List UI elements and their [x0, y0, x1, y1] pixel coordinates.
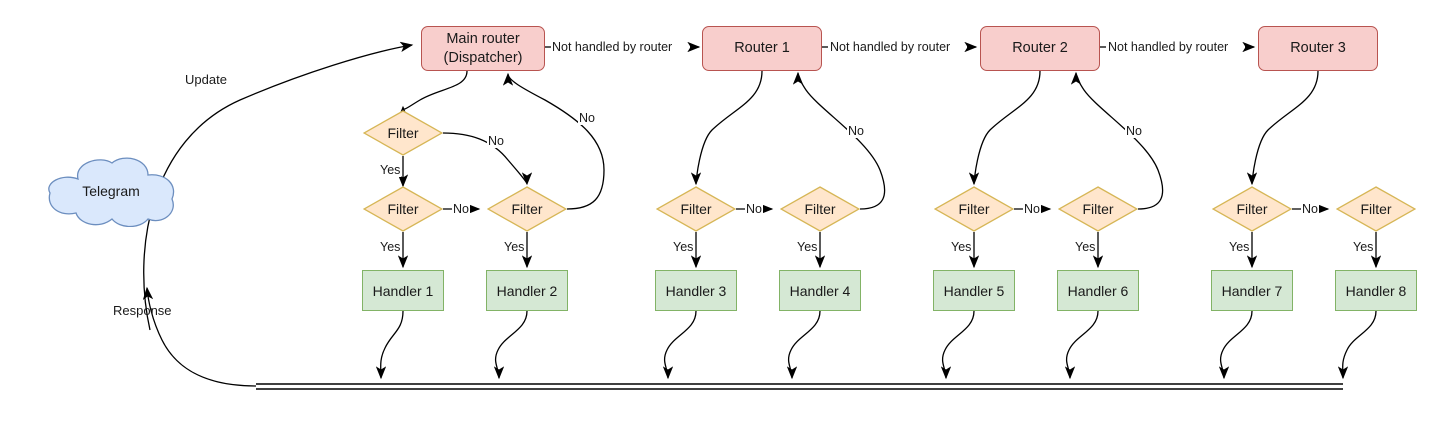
edge-label-yes-6: Yes	[1074, 240, 1097, 254]
edge-filter-a-no	[442, 132, 533, 186]
edge-label-no-r1-mid: No	[745, 202, 763, 216]
edge-label-no-r2-back: No	[1125, 124, 1143, 138]
main-router-label-line1: Main router	[446, 30, 520, 47]
filter-8-label: Filter	[1360, 201, 1392, 217]
filter-6-label: Filter	[1082, 201, 1114, 217]
filter-a-node[interactable]: Filter	[363, 110, 443, 156]
edge-label-yes-2: Yes	[503, 240, 526, 254]
edge-r2-to-filter-3	[968, 70, 1041, 186]
handler-7-node[interactable]: Handler 7	[1211, 270, 1293, 311]
edge-label-yes-7: Yes	[1228, 240, 1251, 254]
filter-3-node[interactable]: Filter	[656, 186, 736, 232]
filter-8-node[interactable]: Filter	[1336, 186, 1416, 232]
telegram-cloud[interactable]: Telegram	[44, 155, 178, 227]
edge-filter-d-no-back	[502, 72, 605, 210]
edge-handler-7-out	[1218, 310, 1253, 380]
handler-8-node[interactable]: Handler 8	[1335, 270, 1417, 311]
handler-2-node[interactable]: Handler 2	[486, 270, 568, 311]
main-router-node[interactable]: Main router (Dispatcher)	[421, 26, 545, 71]
handler-1-node[interactable]: Handler 1	[362, 270, 444, 311]
edge-handler-2-out	[493, 310, 528, 380]
edge-label-not-handled-2: Not handled by router	[829, 40, 952, 54]
edge-handler-6-out	[1064, 310, 1099, 380]
edge-handler-1-out	[375, 310, 404, 380]
handler-4-node[interactable]: Handler 4	[779, 270, 861, 311]
filter-4-node[interactable]: Filter	[780, 186, 860, 232]
handler-1-label: Handler 1	[372, 282, 434, 299]
telegram-cloud-label: Telegram	[82, 183, 140, 199]
handler-7-label: Handler 7	[1221, 282, 1283, 299]
router-3-label: Router 3	[1290, 40, 1346, 57]
router-1-node[interactable]: Router 1	[702, 26, 822, 71]
filter-4-label: Filter	[804, 201, 836, 217]
router-1-label: Router 1	[734, 40, 790, 57]
edge-label-no-r3-mid: No	[1301, 202, 1319, 216]
filter-1-node[interactable]: Filter	[363, 186, 443, 232]
router-2-label: Router 2	[1012, 40, 1068, 57]
main-router-label-line2: (Dispatcher)	[443, 49, 523, 66]
edge-handler-8-out	[1337, 310, 1377, 380]
handler-4-label: Handler 4	[789, 282, 851, 299]
edge-r1-to-filter-1	[690, 70, 763, 186]
filter-7-label: Filter	[1236, 201, 1268, 217]
edge-main-to-filter-a	[397, 70, 468, 119]
filter-a-label: Filter	[387, 125, 419, 141]
edge-handler-4-out	[786, 310, 821, 380]
filter-5-node[interactable]: Filter	[934, 186, 1014, 232]
handler-3-node[interactable]: Handler 3	[655, 270, 737, 311]
edge-label-yes-8: Yes	[1352, 240, 1375, 254]
edge-label-no-a: No	[487, 134, 505, 148]
handler-3-label: Handler 3	[665, 282, 727, 299]
filter-6-node[interactable]: Filter	[1058, 186, 1138, 232]
filter-3-label: Filter	[680, 201, 712, 217]
edge-label-yes-a: Yes	[379, 163, 402, 177]
edge-label-no-a-mid: No	[452, 202, 470, 216]
filter-5-label: Filter	[958, 201, 990, 217]
edge-label-yes-3: Yes	[672, 240, 695, 254]
edge-update	[143, 41, 414, 331]
filter-2-node[interactable]: Filter	[487, 186, 567, 232]
edge-label-response: Response	[113, 303, 172, 318]
edge-label-yes-4: Yes	[796, 240, 819, 254]
filter-2-label: Filter	[511, 201, 543, 217]
router-2-node[interactable]: Router 2	[980, 26, 1100, 71]
edge-label-yes-1: Yes	[379, 240, 402, 254]
edge-label-no-r2-mid: No	[1023, 202, 1041, 216]
handler-8-label: Handler 8	[1345, 282, 1407, 299]
handler-6-label: Handler 6	[1067, 282, 1129, 299]
edge-r3-to-filter-5	[1246, 70, 1319, 186]
edge-handler-3-out	[662, 310, 697, 380]
router-3-node[interactable]: Router 3	[1258, 26, 1378, 71]
edge-label-no-r1-back: No	[847, 124, 865, 138]
edge-label-no-a-back: No	[578, 111, 596, 125]
handler-5-node[interactable]: Handler 5	[933, 270, 1015, 311]
filter-7-node[interactable]: Filter	[1212, 186, 1292, 232]
handler-2-label: Handler 2	[496, 282, 558, 299]
edge-label-yes-5: Yes	[950, 240, 973, 254]
edge-label-not-handled-1: Not handled by router	[551, 40, 674, 54]
filter-1-label: Filter	[387, 201, 419, 217]
edge-response	[142, 286, 257, 387]
handler-6-node[interactable]: Handler 6	[1057, 270, 1139, 311]
edge-label-update: Update	[185, 72, 227, 87]
handler-5-label: Handler 5	[943, 282, 1005, 299]
edge-handler-5-out	[940, 310, 975, 380]
edge-label-not-handled-3: Not handled by router	[1107, 40, 1230, 54]
